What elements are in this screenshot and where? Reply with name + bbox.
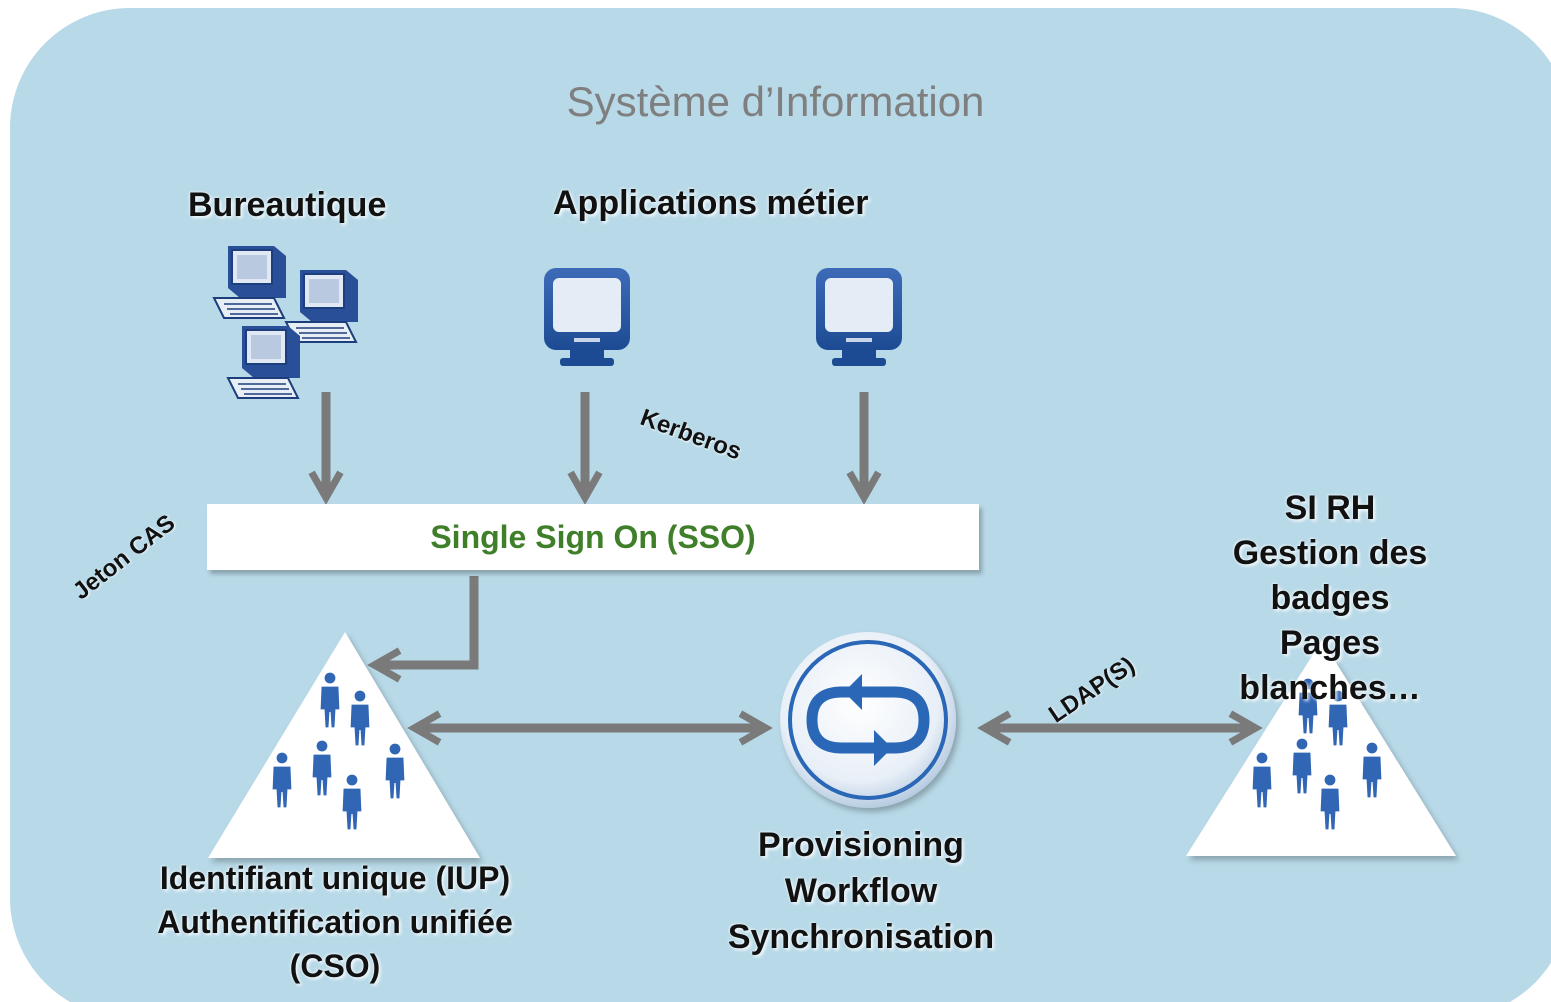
provisioning-line-1: Provisioning (758, 826, 964, 864)
provisioning-label: Provisioning Workflow Synchronisation (686, 822, 1036, 960)
sirh-line-3: badges (1270, 579, 1390, 617)
provisioning-line-3: Synchronisation (727, 918, 995, 956)
sirh-triangle (1186, 640, 1456, 856)
sirh-line-4: Pages (1279, 624, 1381, 662)
identity-line-2: Authentification unifiée (157, 904, 513, 940)
sirh-line-1: SI RH (1284, 489, 1376, 527)
provisioning-line-2: Workflow (784, 872, 938, 910)
sirh-line-2: Gestion des (1232, 534, 1428, 572)
bureautique-label: Bureautique (188, 186, 387, 224)
sso-box: Single Sign On (SSO) (207, 504, 979, 570)
identity-label: Identifiant unique (IUP) Authentificatio… (100, 856, 570, 988)
identity-line-1: Identifiant unique (IUP) (159, 860, 511, 896)
sirh-line-5: blanches… (1239, 669, 1421, 707)
identity-line-3: (CSO) (289, 948, 381, 984)
arrow (367, 576, 479, 683)
system-title: Système d’Information (566, 78, 985, 125)
sirh-label: SI RH Gestion des badges Pages blanches… (1200, 486, 1460, 711)
sso-label: Single Sign On (SSO) (430, 518, 756, 555)
identity-triangle (208, 632, 480, 858)
sync-icon (780, 632, 956, 808)
applications-label: Applications métier (553, 184, 869, 222)
